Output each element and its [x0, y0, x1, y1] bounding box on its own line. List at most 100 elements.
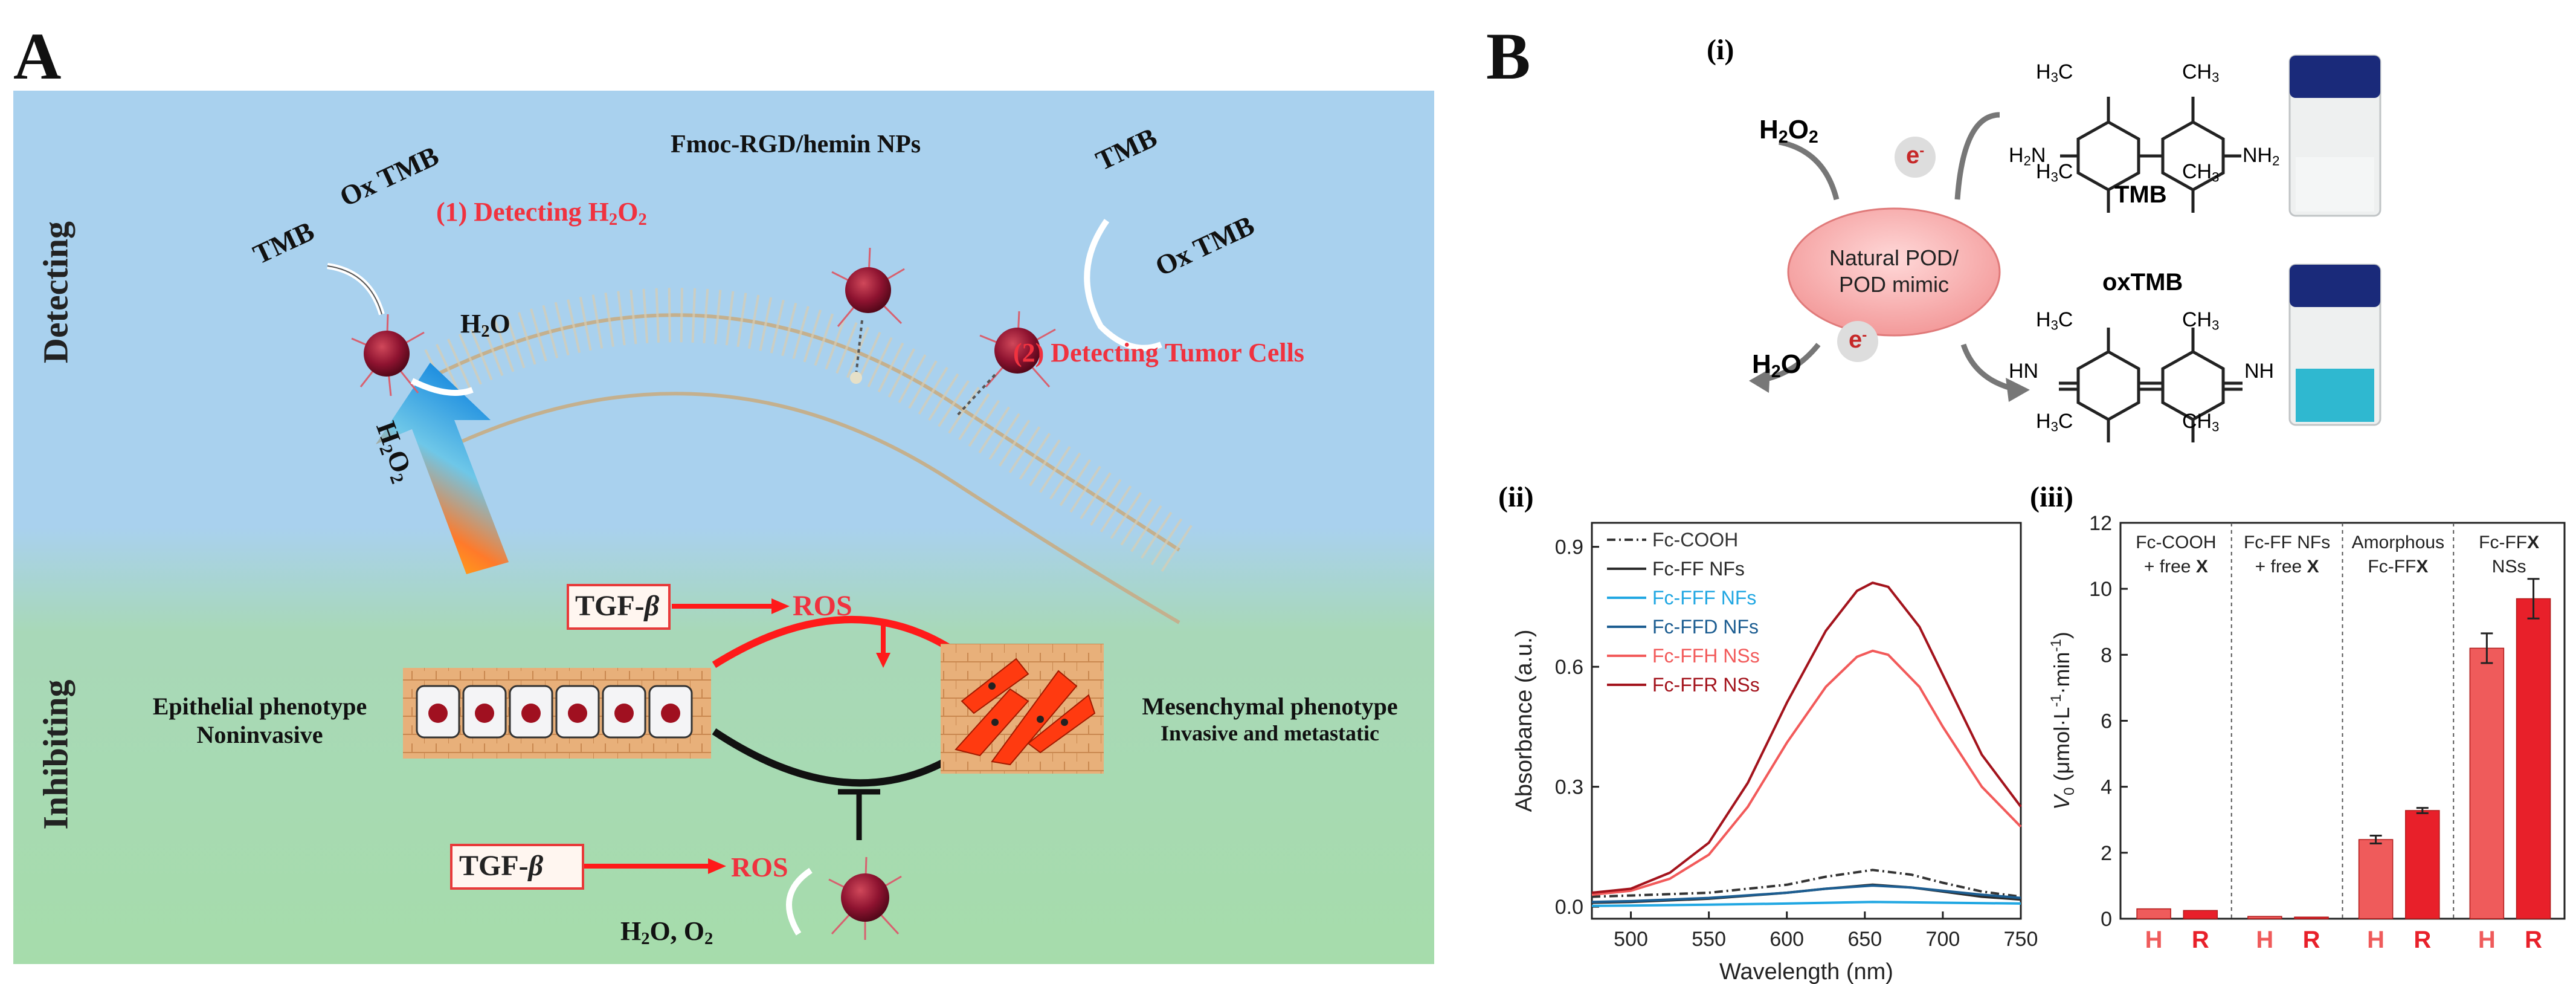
tmb-amine-left: H2N: [2009, 144, 2046, 169]
panel-a-background: Detecting Inhibiting Fmoc-RGD/hemin NPs …: [13, 91, 1434, 964]
tmb-methyl-tr: CH3: [2182, 60, 2220, 85]
tmb-methyl-bl: H3C: [2036, 160, 2073, 185]
group-header-line2: + free X: [2144, 557, 2208, 577]
oxtmb-methyl-bl: H3C: [2036, 410, 2073, 435]
electron-bottom: e-: [1849, 326, 1867, 353]
pod-ellipse: [1787, 207, 2001, 337]
nanoparticle-middle: [831, 247, 905, 384]
side-label-inhibiting: Inhibiting: [36, 679, 76, 830]
group-header-line1: Fc-FFX: [2479, 532, 2539, 552]
bar: [2516, 598, 2551, 919]
x-tick-label: 600: [1769, 928, 1804, 951]
x-tick-label: 500: [1614, 928, 1648, 951]
ros-top: ROS: [793, 590, 852, 622]
x-category-label: H: [2256, 927, 2273, 953]
detect-h2o2-label: (1) Detecting H2O2: [436, 197, 647, 230]
vial-tmb: [2288, 54, 2381, 217]
group-header-line2: + free X: [2255, 557, 2319, 577]
oxtmb-structure: [2059, 328, 2243, 442]
tmb-structure: [2060, 97, 2241, 213]
x-category-label: H: [2367, 927, 2384, 953]
bar: [2294, 916, 2329, 919]
nanoparticle-right: [955, 311, 1056, 418]
tgf-beta-bottom: TGF-β: [459, 850, 544, 882]
x-tick-label: 750: [2004, 928, 2038, 951]
legend-entry: Fc-FFD NFs: [1652, 616, 1759, 638]
x-axis-label: Wavelength (nm): [1719, 959, 1893, 984]
oxtmb-name: oxTMB: [2102, 269, 2183, 296]
x-tick-label: 550: [1692, 928, 1726, 951]
series-line-4: [1591, 884, 2021, 904]
oxtmb-imine-left: HN: [2009, 360, 2039, 383]
y-tick-label: 12: [2089, 512, 2112, 535]
tmb-amine-right: NH2: [2243, 144, 2280, 169]
y-axis-label: Absorbance (a.u.): [1512, 629, 1537, 812]
pod-ellipse-label: Natural POD/POD mimic: [1829, 245, 1959, 297]
tgf-box-top: [567, 584, 671, 630]
series-line-6: [1591, 581, 2022, 894]
x-category-label: R: [2303, 927, 2320, 953]
epithelial-cells-image: [403, 668, 711, 759]
x-category-label: R: [2192, 927, 2209, 953]
panel-b-letter: B: [1486, 19, 1531, 93]
bar: [2358, 839, 2394, 919]
group-header-line2: NSs: [2492, 557, 2526, 577]
h2o2-label: H2O2: [1759, 115, 1818, 147]
nps-label: Fmoc-RGD/hemin NPs: [671, 131, 921, 158]
y-tick-label: 2: [2101, 842, 2112, 865]
x-tick-label: 700: [1926, 928, 1960, 951]
vial-oxtmb: [2288, 264, 2381, 426]
bar: [2469, 647, 2505, 919]
legend-entry: Fc-FF NFs: [1652, 558, 1745, 580]
h2o-product-label: H2O: [1752, 349, 1802, 382]
legend-entry: Fc-FFH NSs: [1652, 645, 1760, 667]
series-line-5: [1591, 649, 2022, 896]
tmb-methyl-tl: H3C: [2036, 60, 2073, 85]
products-label: H2O, O2: [620, 916, 713, 949]
group-header-line1: Fc-FF NFs: [2244, 532, 2330, 552]
y-tick-label: 0.6: [1555, 656, 1583, 679]
electron-top: e-: [1906, 142, 1925, 169]
nanoparticle-left: [351, 314, 425, 397]
legend-entry: Fc-FFF NFs: [1652, 587, 1756, 609]
group-header-line2: Fc-FFX: [2368, 557, 2428, 577]
ros-bottom: ROS: [731, 852, 788, 882]
panel-a-letter: A: [13, 19, 62, 93]
oxtmb-methyl-tl: H3C: [2036, 308, 2073, 333]
nanoparticle-bottom: [828, 856, 902, 940]
y-tick-label: 0.0: [1555, 896, 1583, 919]
series-line-3: [1591, 901, 2021, 907]
panel-a-illustration: [327, 219, 1194, 940]
subpanel-iii-label: (iii): [2030, 481, 2073, 513]
group-header-line1: Fc-COOH: [2136, 532, 2216, 552]
subpanel-ii-label: (ii): [1498, 481, 1534, 513]
plot-frame: [1591, 522, 2022, 920]
mesenchymal-cells-image: [941, 644, 1104, 774]
x-category-label: R: [2413, 927, 2431, 953]
cell-membrane: [424, 288, 1194, 624]
y-axis-label: V0 (μmol·L-1·min-1): [2048, 632, 2078, 810]
tmb-name: TMB: [2114, 181, 2167, 208]
oxtmb-methyl-tr: CH3: [2182, 308, 2220, 333]
legend-entry: Fc-FFR NSs: [1652, 674, 1760, 696]
reaction-arrows: [327, 219, 1162, 936]
y-tick-label: 8: [2101, 644, 2112, 667]
bar: [2136, 908, 2171, 919]
y-tick-label: 6: [2101, 710, 2112, 733]
oxtmb-imine-right: NH: [2244, 360, 2275, 383]
y-tick-label: 0.9: [1555, 536, 1583, 559]
bar: [2247, 916, 2282, 919]
bar: [2405, 810, 2440, 919]
subpanel-i-label: (i): [1707, 34, 1734, 66]
group-header-line1: Amorphous: [2352, 532, 2444, 552]
h2o-label: H2O: [460, 309, 510, 341]
bar: [2183, 910, 2218, 919]
y-tick-label: 0.3: [1555, 776, 1583, 799]
tmb-methyl-br: CH3: [2182, 160, 2220, 185]
x-category-label: H: [2145, 927, 2163, 953]
series-line-1: [1591, 869, 2021, 898]
